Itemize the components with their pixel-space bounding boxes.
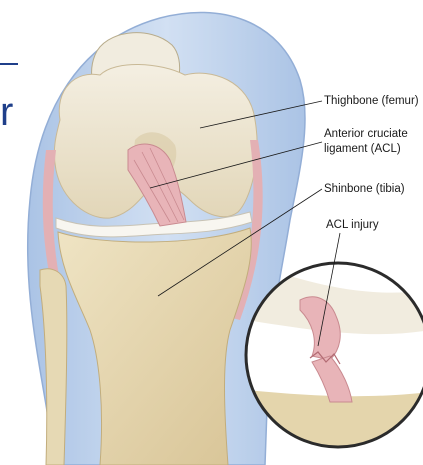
label-acl-injury: ACL injury [326,218,379,232]
edge-glyph: r [0,92,13,132]
label-acl-line1: Anterior cruciate [324,127,408,141]
label-acl-line2: ligament (ACL) [324,142,401,156]
acl-injury-inset [246,262,423,447]
label-thighbone: Thighbone (femur) [324,94,419,108]
label-shinbone: Shinbone (tibia) [324,182,405,196]
